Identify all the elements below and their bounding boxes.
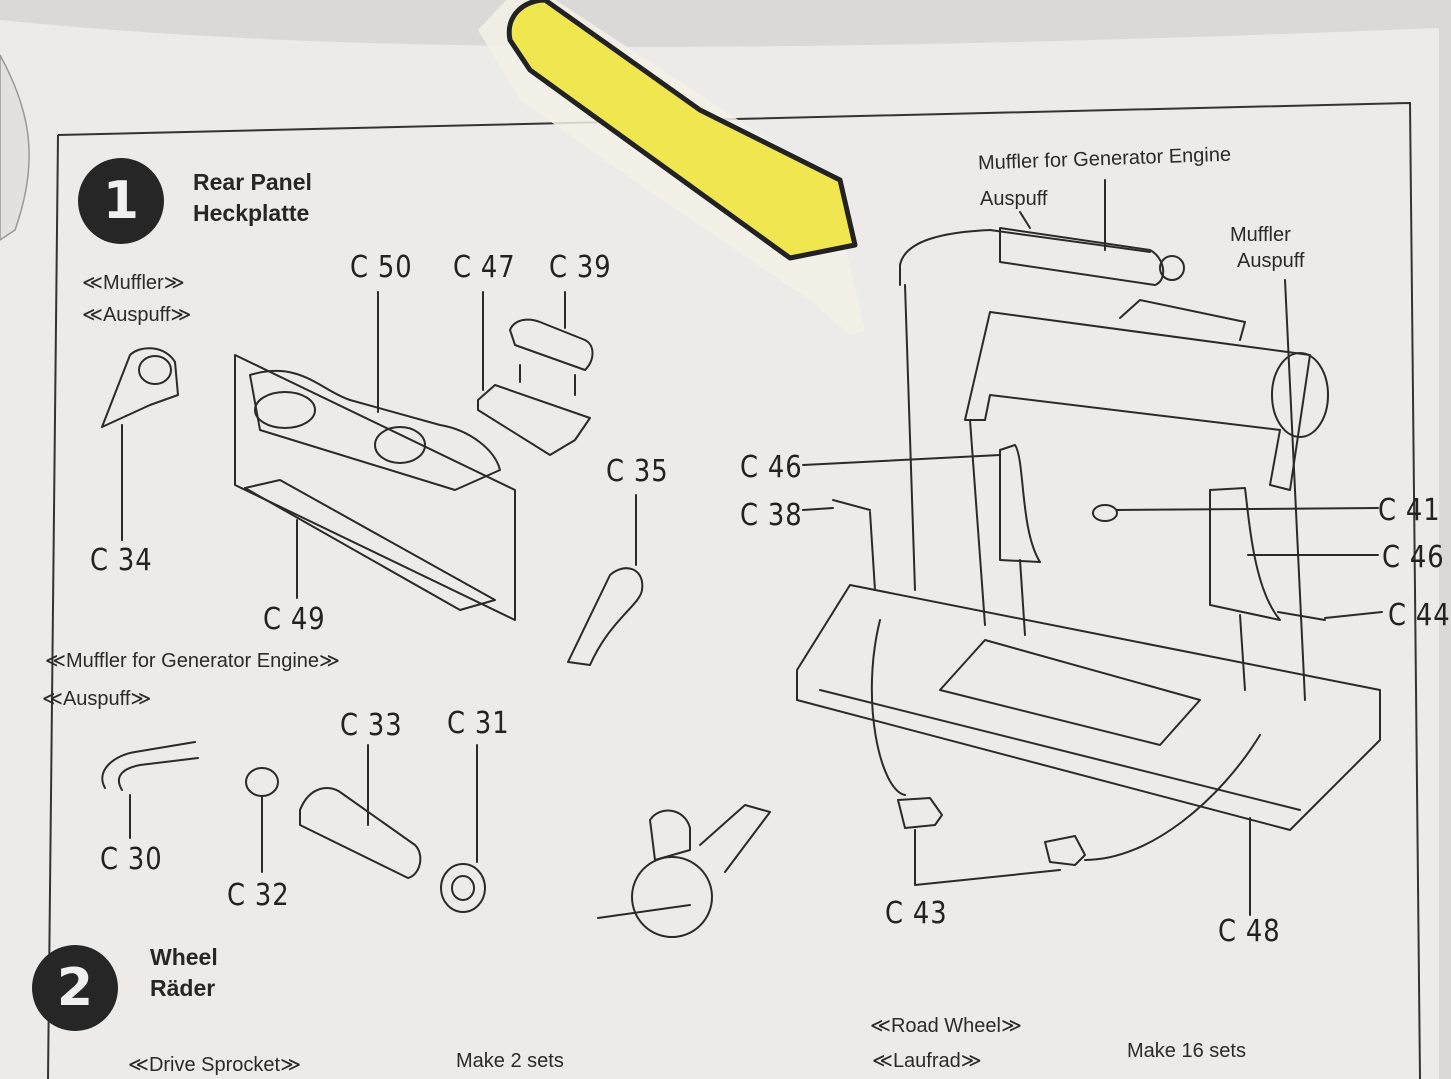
step-1-title: Rear Panel Heckplatte bbox=[193, 167, 312, 229]
part-label-c46a: C 46 bbox=[740, 450, 803, 485]
step-2-title-de: Räder bbox=[150, 975, 216, 1001]
caption-road-wheel-en: ≪Road Wheel≫ bbox=[870, 1015, 1022, 1037]
part-label-c32: C 32 bbox=[227, 878, 290, 913]
caption-drive-sprocket: ≪Drive Sprocket≫ bbox=[128, 1054, 302, 1076]
step-2-title: Wheel Räder bbox=[150, 942, 218, 1004]
part-c38-drawing bbox=[832, 499, 871, 511]
caption-muffler-de: ≪Auspuff≫ bbox=[82, 304, 192, 326]
part-label-c31: C 31 bbox=[447, 706, 510, 741]
part-label-c44: C 44 bbox=[1388, 598, 1451, 633]
part-c43b-drawing bbox=[1044, 835, 1086, 866]
part-c41-drawing bbox=[1092, 504, 1118, 522]
caption-right-muffler-en: Muffler bbox=[1230, 224, 1291, 246]
part-c46b-drawing bbox=[1209, 487, 1281, 621]
part-label-c38: C 38 bbox=[740, 498, 803, 533]
caption-gen-muffler-en: ≪Muffler for Generator Engine≫ bbox=[45, 650, 340, 672]
step-frame bbox=[57, 101, 1421, 1079]
part-c43a-drawing bbox=[897, 797, 943, 829]
part-right-muffler-drawing bbox=[964, 311, 1311, 491]
yellow-tape-marker bbox=[478, 0, 865, 335]
caption-make-2: Make 2 sets bbox=[456, 1050, 564, 1072]
part-label-c35: C 35 bbox=[606, 454, 669, 489]
step-2-title-en: Wheel bbox=[150, 944, 218, 970]
caption-right-muffler-de: Auspuff bbox=[1237, 250, 1305, 272]
caption-make-16: Make 16 sets bbox=[1127, 1040, 1246, 1062]
part-label-c33: C 33 bbox=[340, 708, 403, 743]
part-c39-drawing bbox=[509, 318, 594, 371]
part-label-c48: C 48 bbox=[1218, 914, 1281, 949]
caption-right-gen-muffler-de: Auspuff bbox=[980, 188, 1048, 210]
part-c30-drawing bbox=[101, 741, 196, 789]
step-1-title-en: Rear Panel bbox=[193, 169, 312, 195]
part-c33-drawing bbox=[299, 787, 422, 879]
part-c47-drawing bbox=[477, 384, 591, 456]
part-right-gen-muffler-drawing bbox=[899, 229, 1151, 286]
caption-muffler-en: ≪Muffler≫ bbox=[82, 272, 185, 294]
part-label-c39: C 39 bbox=[549, 250, 612, 285]
part-label-c43: C 43 bbox=[885, 896, 948, 931]
part-label-c34: C 34 bbox=[90, 543, 153, 578]
part-c46a-drawing bbox=[999, 444, 1041, 563]
part-label-c30: C 30 bbox=[100, 842, 163, 877]
part-label-c49: C 49 bbox=[263, 602, 326, 637]
part-label-c41: C 41 bbox=[1378, 493, 1441, 528]
part-label-c50: C 50 bbox=[350, 250, 413, 285]
part-label-c46b: C 46 bbox=[1382, 540, 1445, 575]
part-c35-drawing bbox=[567, 567, 644, 666]
step-2-badge: 2 bbox=[32, 945, 118, 1031]
part-c31-drawing bbox=[440, 863, 486, 913]
part-c50-drawing bbox=[234, 354, 516, 621]
part-c34-drawing bbox=[101, 347, 179, 428]
caption-gen-muffler-de: ≪Auspuff≫ bbox=[42, 688, 152, 710]
paper-sheet bbox=[0, 20, 1439, 1079]
part-c48-drawing bbox=[796, 584, 1381, 831]
step-1-badge: 1 bbox=[78, 158, 164, 244]
caption-road-wheel-de: ≪Laufrad≫ bbox=[872, 1050, 982, 1072]
part-label-c47: C 47 bbox=[453, 250, 516, 285]
step-1-title-de: Heckplatte bbox=[193, 200, 310, 226]
